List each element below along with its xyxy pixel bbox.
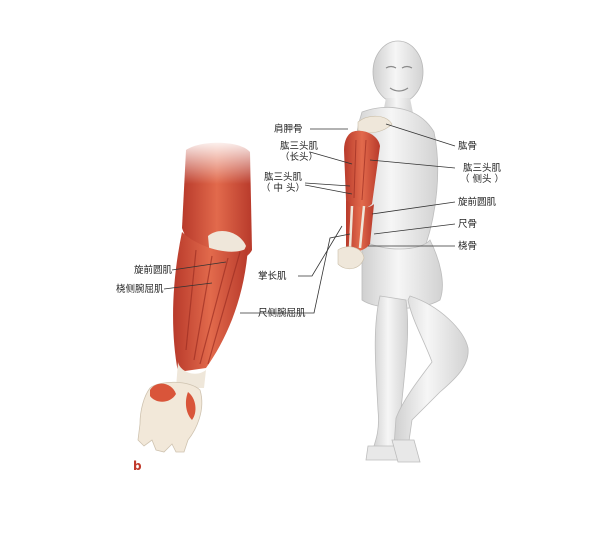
label-triceps-medial-line2: （ 中 头） [260, 183, 306, 194]
label-triceps-long-head: 肱三头肌 （长头） [276, 141, 322, 163]
hand-hypothenar-muscle [185, 392, 196, 420]
front-leg [393, 295, 469, 449]
label-flexor-carpi-ulnaris: 尺侧腕屈肌 [258, 308, 306, 319]
figure-hand [337, 246, 365, 270]
label-triceps-long-line2: （长头） [279, 152, 318, 163]
forearm-top-fade [176, 138, 260, 184]
forearm-flexors [173, 232, 248, 372]
label-triceps-medial-head: 肱三头肌 （ 中 头） [258, 172, 308, 194]
head [372, 40, 424, 104]
triceps-muscle [344, 130, 380, 209]
triceps-lines [353, 139, 367, 201]
face-features [385, 65, 413, 92]
figure-forearm-bones [348, 205, 366, 249]
wrist-tendons [176, 362, 206, 388]
label-palmaris-longus: 掌长肌 [258, 271, 287, 282]
label-humerus: 肱骨 [458, 141, 478, 152]
figure-letter: b [133, 459, 142, 473]
label-triceps-lateral-line1: 肱三头肌 [462, 163, 501, 174]
label-radius: 桡骨 [458, 241, 478, 252]
forearm-muscle-lines [185, 249, 241, 365]
front-foot [391, 439, 421, 463]
label-triceps-lateral-line2: （ 侧头 ） [459, 174, 505, 185]
label-flexor-carpi-radialis: 桡侧腕屈肌 [116, 284, 164, 295]
label-triceps-long-line1: 肱三头肌 [279, 141, 318, 152]
label-scapula: 肩胛骨 [274, 124, 303, 135]
pelvis [361, 239, 443, 309]
hand [137, 381, 203, 453]
figure-forearm [346, 200, 374, 252]
leader-lines [163, 123, 456, 314]
label-pronator-teres-forearm: 旋前圆肌 [134, 265, 173, 276]
label-ulna: 尺骨 [458, 219, 478, 230]
label-triceps-medial-line1: 肱三头肌 [263, 172, 302, 183]
standing-figure [337, 40, 469, 463]
hand-thenar-muscle [150, 383, 176, 402]
label-pronator-teres-figure: 旋前圆肌 [458, 197, 497, 208]
forearm-illustration [137, 138, 260, 453]
label-triceps-lateral-head: 肱三头肌 （ 侧头 ） [456, 163, 508, 185]
